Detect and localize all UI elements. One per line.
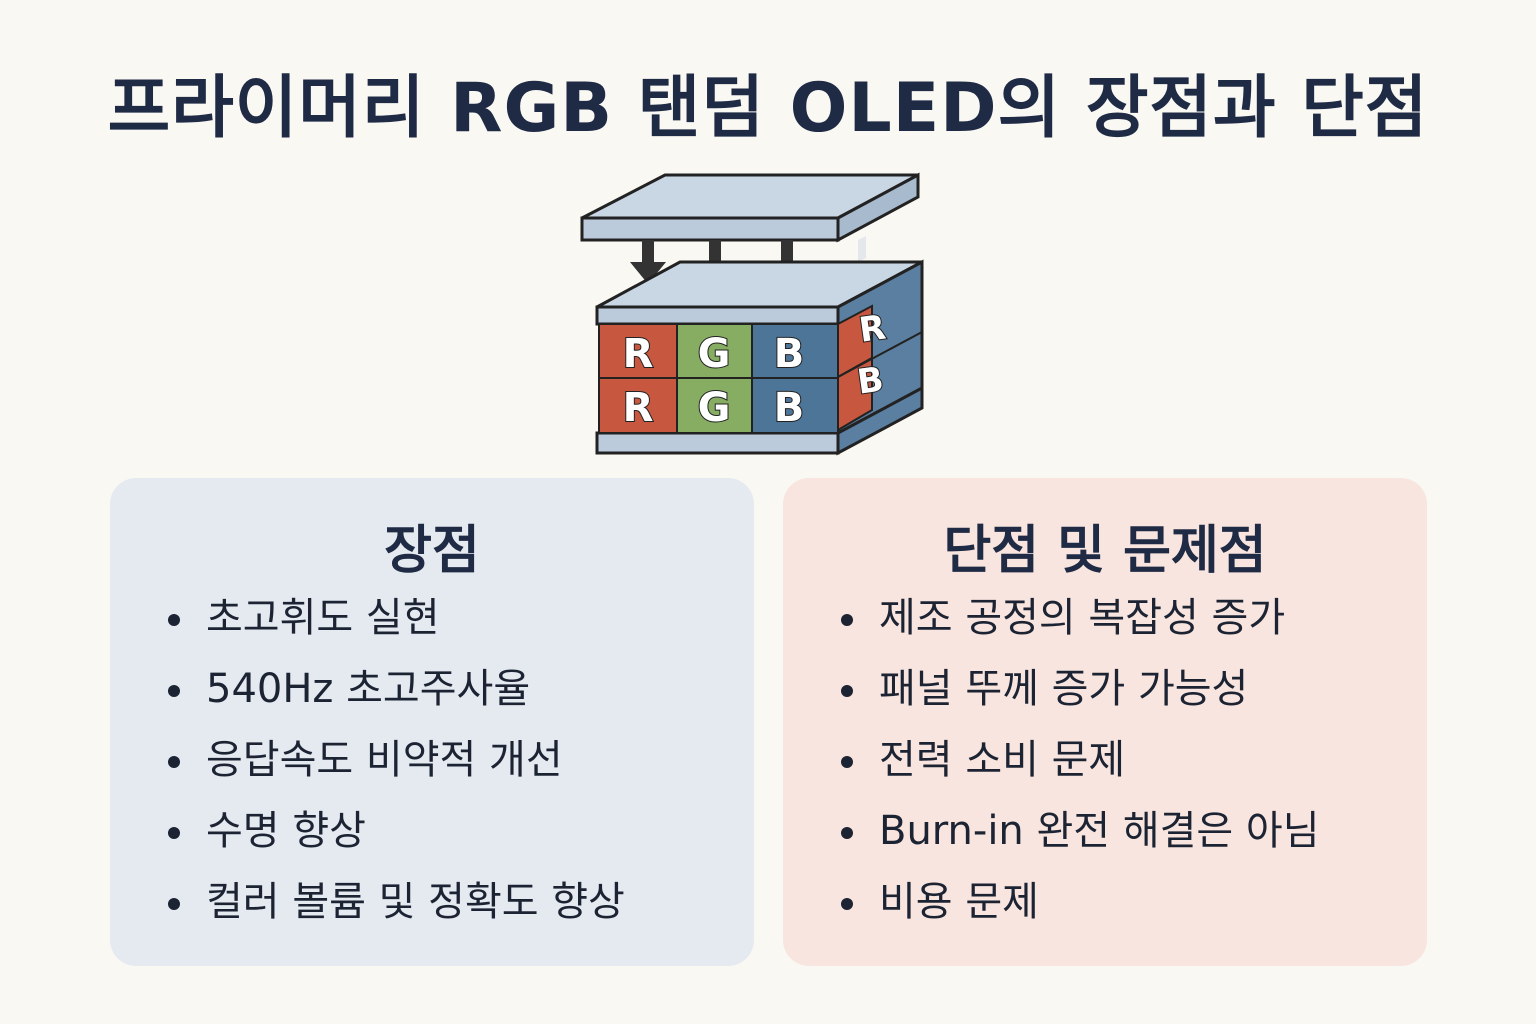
bullet-icon bbox=[841, 756, 853, 768]
cell-label-r: R bbox=[623, 331, 654, 377]
list-item: 응답속도 비약적 개선 bbox=[168, 736, 625, 807]
bullet-icon bbox=[168, 756, 180, 768]
side-label-b: B bbox=[855, 359, 886, 402]
list-item: 패널 뚜께 증가 가능성 bbox=[841, 665, 1320, 736]
bullet-icon bbox=[168, 827, 180, 839]
bullet-icon bbox=[841, 827, 853, 839]
list-item: 초고휘도 실현 bbox=[168, 594, 625, 665]
cons-list: 제조 공정의 복잡성 증가 패널 뚜께 증가 가능성 전력 소비 문제 Burn… bbox=[841, 594, 1320, 949]
front-cell-grid bbox=[598, 323, 839, 434]
bullet-icon bbox=[168, 614, 180, 626]
cell-label-r: R bbox=[623, 385, 654, 431]
pros-heading: 장점 bbox=[384, 521, 480, 581]
list-item: 전력 소비 문제 bbox=[841, 736, 1320, 807]
bullet-icon bbox=[841, 614, 853, 626]
list-item: 540Hz 초고주사율 bbox=[168, 665, 625, 736]
bullet-icon bbox=[841, 685, 853, 697]
list-item: Burn-in 완전 해결은 아님 bbox=[841, 807, 1320, 878]
bullet-icon bbox=[841, 898, 853, 910]
oled-stack: R G B R G B R B bbox=[595, 259, 924, 456]
list-item: 수명 향상 bbox=[168, 807, 625, 878]
cell-label-b: B bbox=[774, 331, 805, 377]
rgb-tandem-stack-diagram: R G B R G B R B bbox=[580, 172, 924, 456]
pros-list: 초고휘도 실현 540Hz 초고주사율 응답속도 비약적 개선 수명 향상 컬러… bbox=[168, 594, 625, 949]
cell-label-g: G bbox=[698, 385, 731, 431]
list-item: 제조 공정의 복잡성 증가 bbox=[841, 594, 1320, 665]
page-title: 프라이머리 RGB 탠덤 OLED의 장점과 단점 bbox=[107, 69, 1429, 148]
bullet-icon bbox=[168, 898, 180, 910]
cell-label-b: B bbox=[774, 385, 805, 431]
pros-panel: 장점 초고휘도 실현 540Hz 초고주사율 응답속도 비약적 개선 수명 향상… bbox=[110, 478, 754, 966]
cell-label-g: G bbox=[698, 331, 731, 377]
arrow-down-icon bbox=[630, 240, 666, 284]
cons-panel: 단점 및 문제점 제조 공정의 복잡성 증가 패널 뚜께 증가 가능성 전력 소… bbox=[783, 478, 1427, 966]
top-glass-plate bbox=[580, 172, 920, 262]
list-item: 컬러 볼륨 및 정확도 향상 bbox=[168, 878, 625, 949]
cons-heading: 단점 및 문제점 bbox=[943, 521, 1267, 581]
list-item: 비용 문제 bbox=[841, 878, 1320, 949]
side-label-r: R bbox=[857, 307, 888, 350]
bullet-icon bbox=[168, 685, 180, 697]
